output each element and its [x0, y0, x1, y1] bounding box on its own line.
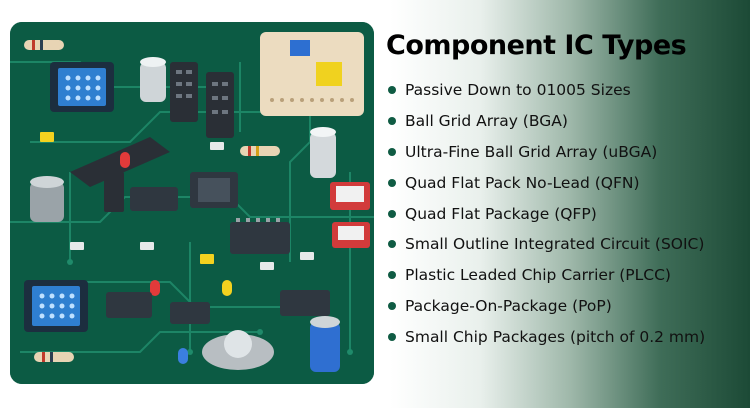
list-item: Quad Flat Pack No-Lead (QFN)	[386, 167, 742, 198]
led-blue	[178, 348, 188, 364]
list-item: Ultra-Fine Ball Grid Array (uBGA)	[386, 137, 742, 168]
list-item: Small Chip Packages (pitch of 0.2 mm)	[386, 321, 742, 352]
list-item-label: Quad Flat Pack No-Lead (QFN)	[405, 173, 640, 192]
inductor-coil	[310, 316, 340, 372]
bullet-icon	[388, 86, 396, 95]
component-type-list: Passive Down to 01005 Sizes Ball Grid Ar…	[386, 75, 742, 352]
bullet-icon	[388, 332, 396, 341]
qfn-chip	[190, 172, 238, 208]
list-item-label: Ball Grid Array (BGA)	[405, 112, 568, 131]
list-item-label: Quad Flat Package (QFP)	[405, 204, 597, 223]
led-red	[120, 152, 130, 168]
list-item: Package-On-Package (PoP)	[386, 291, 742, 322]
list-item-label: Ultra-Fine Ball Grid Array (uBGA)	[405, 142, 658, 161]
list-item-label: Small Chip Packages (pitch of 0.2 mm)	[405, 327, 706, 346]
metal-can-transistor	[202, 330, 274, 370]
bullet-icon	[388, 147, 396, 156]
qfp-chip	[230, 218, 290, 254]
resistor	[240, 146, 280, 156]
led-yellow	[222, 280, 232, 296]
list-item: Plastic Leaded Chip Carrier (PLCC)	[386, 260, 742, 291]
resistor	[24, 40, 64, 50]
bullet-icon	[388, 271, 396, 280]
bullet-icon	[388, 240, 396, 249]
breadboard-module	[260, 32, 364, 116]
component-types-panel: Component IC Types Passive Down to 01005…	[386, 30, 742, 352]
list-item-label: Small Outline Integrated Circuit (SOIC)	[405, 235, 705, 254]
bullet-icon	[388, 209, 396, 218]
resistor	[34, 352, 74, 362]
circuit-board-illustration	[10, 22, 374, 384]
circuit-board-svg	[10, 22, 374, 384]
bullet-icon	[388, 117, 396, 126]
bga-chip	[50, 62, 114, 112]
list-item-label: Plastic Leaded Chip Carrier (PLCC)	[405, 266, 671, 285]
bullet-icon	[388, 301, 396, 310]
electrolytic-capacitor	[140, 57, 166, 102]
electrolytic-capacitor	[30, 176, 64, 222]
bga-chip	[24, 280, 88, 332]
pin-header	[170, 62, 234, 138]
list-item-label: Package-On-Package (PoP)	[405, 296, 612, 315]
panel-title: Component IC Types	[386, 30, 687, 61]
power-module	[332, 222, 370, 248]
soic-chip	[130, 187, 178, 211]
list-item: Ball Grid Array (BGA)	[386, 106, 742, 137]
led-red	[150, 280, 160, 296]
electrolytic-capacitor	[310, 127, 336, 178]
list-item: Quad Flat Package (QFP)	[386, 198, 742, 229]
soic-chip	[106, 290, 330, 324]
power-module	[330, 182, 370, 210]
bullet-icon	[388, 178, 396, 187]
list-item: Passive Down to 01005 Sizes	[386, 75, 742, 106]
list-item: Small Outline Integrated Circuit (SOIC)	[386, 229, 742, 260]
list-item-label: Passive Down to 01005 Sizes	[405, 81, 631, 100]
